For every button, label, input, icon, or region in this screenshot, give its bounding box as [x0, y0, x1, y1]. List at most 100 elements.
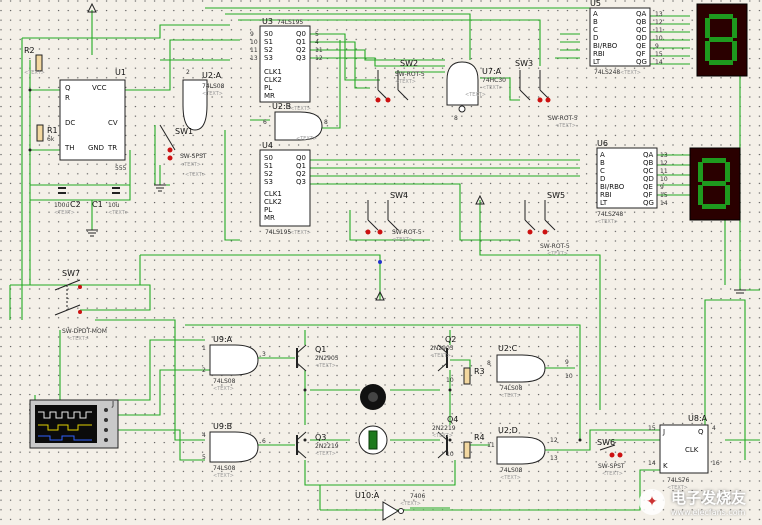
- u3-label: U3: [262, 17, 273, 26]
- capacitor-c2[interactable]: C2 100u <TEXT>: [54, 187, 81, 216]
- q3-label: Q3: [315, 433, 326, 442]
- u5-pin-d: D: [593, 34, 598, 42]
- u1-pin-q: Q: [65, 84, 71, 92]
- capacitor-c1[interactable]: C1 10u <TEXT>: [92, 187, 129, 216]
- u4-pin-s2: S2: [264, 170, 273, 178]
- sw2-type: SW-ROT-5: [395, 71, 425, 78]
- u3-pn: 10: [250, 39, 258, 46]
- r2-placeholder: <TEXT>: [24, 70, 45, 76]
- u6-pn: 10: [660, 176, 668, 183]
- sw3-label: SW3: [515, 59, 533, 68]
- sw1-placeholder: <TEXT>: [180, 162, 201, 168]
- switch-sw2[interactable]: SW2 SW-ROT-5 <TEXT>: [375, 59, 425, 103]
- watermark-site: www.elecfans.com: [670, 508, 746, 517]
- sw1-label: SW1: [175, 127, 193, 136]
- switch-sw4[interactable]: SW4 SW-ROT-5 <TEXT>: [365, 191, 422, 243]
- u4-pin-pl: PL: [264, 206, 272, 214]
- u4-pin-q1: Q1: [296, 162, 306, 170]
- chip-u6[interactable]: U6 A B C D BI/RBO RBI LT QA QB QC QD QE …: [596, 139, 668, 225]
- c2-label: C2: [70, 200, 81, 209]
- gate-u9a[interactable]: U9:A 74LS08 <TEXT> 1 2 3: [202, 335, 266, 392]
- gate-u9b[interactable]: U9:B 74LS08 <TEXT> 4 5 6: [202, 422, 266, 479]
- transistor-q3[interactable]: Q3 2N2219 <TEXT>: [296, 431, 339, 459]
- chip-u4[interactable]: U4 S0 S1 S2 S3 Q0 Q1 Q2 Q3 CLK1 CLK2 PL …: [259, 141, 311, 236]
- u5-pn: 13: [655, 11, 663, 18]
- transistor-q1[interactable]: Q1 2N2905 <TEXT>: [296, 344, 339, 372]
- u3-type: 74LS195: [277, 19, 303, 26]
- u5-pin-qa: QA: [636, 10, 647, 18]
- r3-label: R3: [474, 367, 485, 376]
- u3-pn: 12: [315, 55, 323, 62]
- u7a-label: U7:A: [482, 67, 502, 76]
- sw5-type: SW-ROT-5: [540, 243, 570, 250]
- seven-segment-display-bottom: [689, 147, 741, 221]
- u2d-pin: 11: [487, 442, 495, 449]
- wires: [9, 7, 760, 511]
- u5-pin-a: A: [593, 10, 598, 18]
- gate-u2b[interactable]: U2:B 6 8: [263, 102, 328, 141]
- sw7-placeholder: <TEXT>: [68, 336, 89, 342]
- u2c-pin: 10: [565, 373, 573, 380]
- switch-sw7[interactable]: SW7 SW-DPDT-MOM <TEXT>: [54, 269, 107, 342]
- gate-u2a[interactable]: U2:A 74LS08 <TEXT> 2: [182, 69, 225, 131]
- u2d-pin: 13: [550, 455, 558, 462]
- u3-pin-q1: Q1: [296, 38, 306, 46]
- u9b-type: 74LS08: [213, 465, 236, 472]
- c1-value: 10u: [108, 202, 120, 209]
- transistor-q2[interactable]: Q2 2N2905 <TEXT>: [430, 335, 456, 372]
- q4-type: 2N2219: [432, 425, 456, 432]
- switch-sw1[interactable]: SW1 SW-SPST <TEXT>: [159, 124, 207, 168]
- gate-u2d[interactable]: U2:D 74LS08 <TEXT> 11 12 13: [487, 426, 558, 481]
- u3-pn: 13: [250, 55, 258, 62]
- sw5-label: SW5: [547, 191, 565, 200]
- u2c-label: U2:C: [498, 344, 518, 353]
- u6-label: U6: [597, 139, 608, 148]
- gate-u10a[interactable]: U10:A 7406 <TEXT>: [355, 491, 425, 521]
- u9a-type: 74LS08: [213, 378, 236, 385]
- u5-pn: 11: [655, 27, 663, 34]
- chip-u1[interactable]: U1 Q VCC R DC CV TH GND TR 555: [59, 68, 127, 172]
- chip-u5[interactable]: U5 A B C D BI/RBO RBI LT QA QB QC QD QE …: [589, 0, 663, 76]
- u2d-placeholder: <TEXT>: [500, 475, 521, 481]
- u4-pin-s3: S3: [264, 178, 273, 186]
- u3-pn: 11: [250, 47, 258, 54]
- transistor-q4[interactable]: Q4 2N2219 <TEXT>: [432, 415, 458, 459]
- chip-u8a[interactable]: U8:A J CLK K Q 15 14 4 16 74LS76 <TEXT>: [648, 414, 720, 491]
- c1-placeholder: <TEXT>: [108, 210, 129, 216]
- sw4-placeholder: <TEXT>: [392, 237, 413, 243]
- resistor-r1[interactable]: R1 6k: [36, 124, 58, 143]
- r4-label: R4: [474, 433, 485, 442]
- u6-pin-rbi: RBI: [600, 191, 612, 199]
- resistor-r2[interactable]: R2 <TEXT>: [24, 46, 45, 76]
- resistor-r3[interactable]: R3 10: [446, 367, 485, 385]
- u4-placeholder: <TEXT>: [290, 230, 311, 236]
- u10a-type: 7406: [410, 493, 425, 500]
- u10a-label: U10:A: [355, 491, 380, 500]
- u3-pn: 9: [250, 31, 254, 38]
- oscilloscope-icon[interactable]: J: [29, 399, 119, 449]
- sw4-type: SW-ROT-5: [392, 229, 422, 236]
- motor-icon[interactable]: [358, 425, 388, 455]
- gate-u7a[interactable]: U7:A 74HC30 <TEXT> 8: [446, 61, 506, 122]
- sw3-type: SW-ROT-5: [548, 115, 578, 122]
- sw7-label: SW7: [62, 269, 80, 278]
- r3-value: 10: [446, 377, 454, 384]
- u2b-pin: 8: [324, 119, 328, 126]
- u6-pin-qa: QA: [643, 151, 654, 159]
- u5-placeholder: <TEXT>: [620, 70, 641, 76]
- resistor-r4[interactable]: R4 10: [446, 433, 485, 459]
- u3-pin-q3: Q3: [296, 54, 306, 62]
- u2d-label: U2:D: [498, 426, 518, 435]
- u1-label: U1: [115, 68, 126, 77]
- sw6-type: SW-SPST: [598, 463, 625, 470]
- u3-pin-q2: Q2: [296, 46, 306, 54]
- gate-u2c[interactable]: U2:C 74LS08 <TEXT> 8 9 10: [487, 344, 573, 399]
- u5-pin-birbo: BI/RBO: [593, 42, 618, 50]
- switch-sw5[interactable]: SW5 SW-ROT-5 <TEXT>: [524, 191, 570, 257]
- chip-u3[interactable]: U3 74LS195 S0 S1 S2 S3 Q0 Q1 Q2 Q3 CLK1 …: [250, 17, 323, 112]
- u5-pn: 14: [655, 59, 663, 66]
- switch-sw3[interactable]: SW3 SW-ROT-5 <TEXT>: [515, 59, 578, 129]
- watermark: ✦ 电子发烧友 www.elecfans.com: [638, 487, 746, 517]
- u3-pin-s0: S0: [264, 30, 273, 38]
- switch-sw6[interactable]: SW6 SW-SPST <TEXT>: [597, 438, 625, 477]
